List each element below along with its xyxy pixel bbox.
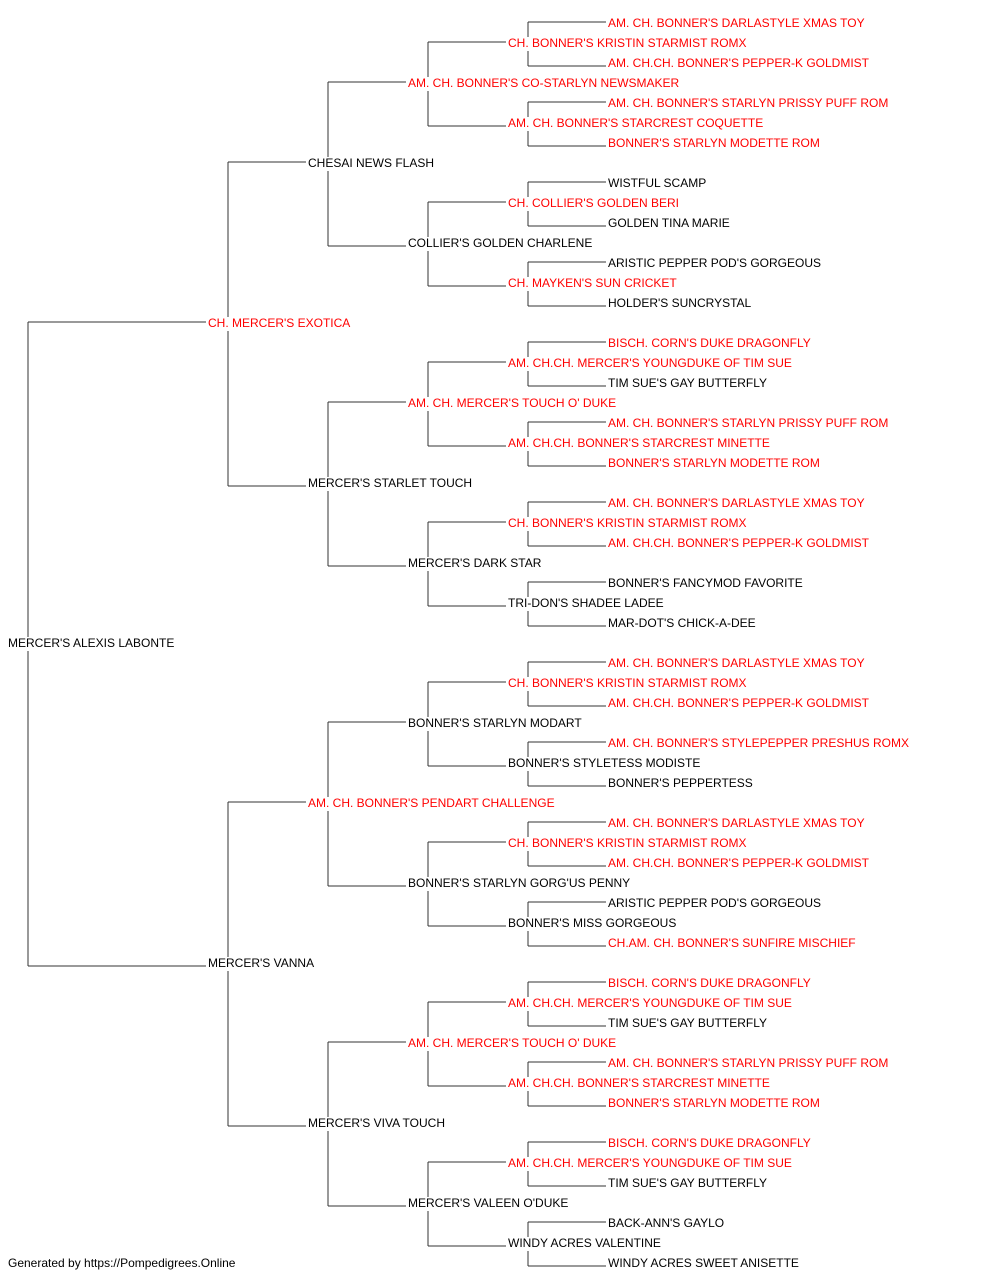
pedigree-node: AM. CH. BONNER'S STARLYN PRISSY PUFF ROM: [608, 1056, 888, 1070]
pedigree-node: WINDY ACRES SWEET ANISETTE: [608, 1256, 799, 1270]
pedigree-node: BONNER'S STARLYN MODETTE ROM: [608, 136, 820, 150]
pedigree-node: BONNER'S FANCYMOD FAVORITE: [608, 576, 803, 590]
pedigree-node: CH. BONNER'S KRISTIN STARMIST ROMX: [508, 516, 747, 530]
pedigree-node: HOLDER'S SUNCRYSTAL: [608, 296, 752, 310]
pedigree-node: AM. CH. BONNER'S STARLYN PRISSY PUFF ROM: [608, 416, 888, 430]
pedigree-node: AM. CH. BONNER'S DARLASTYLE XMAS TOY: [608, 16, 865, 30]
pedigree-node: AM. CH.CH. BONNER'S PEPPER-K GOLDMIST: [608, 536, 870, 550]
pedigree-node: BISCH. CORN'S DUKE DRAGONFLY: [608, 976, 811, 990]
pedigree-node: MERCER'S VALEEN O'DUKE: [408, 1196, 568, 1210]
pedigree-node: TRI-DON'S SHADEE LADEE: [508, 596, 664, 610]
pedigree-node: AM. CH. BONNER'S STARLYN PRISSY PUFF ROM: [608, 96, 888, 110]
pedigree-node: BONNER'S PEPPERTESS: [608, 776, 753, 790]
footer-generated-by: Generated by https://Pompedigrees.Online: [8, 1256, 236, 1270]
pedigree-node: AM. CH. BONNER'S CO-STARLYN NEWSMAKER: [408, 76, 680, 90]
pedigree-node: CH. MAYKEN'S SUN CRICKET: [508, 276, 677, 290]
pedigree-node: CH.AM. CH. BONNER'S SUNFIRE MISCHIEF: [608, 936, 856, 950]
pedigree-node: MERCER'S VANNA: [208, 956, 314, 970]
pedigree-node: BISCH. CORN'S DUKE DRAGONFLY: [608, 1136, 811, 1150]
pedigree-node: ARISTIC PEPPER POD'S GORGEOUS: [608, 896, 821, 910]
pedigree-node: BONNER'S MISS GORGEOUS: [508, 916, 676, 930]
pedigree-node: COLLIER'S GOLDEN CHARLENE: [408, 236, 592, 250]
pedigree-node: AM. CH. MERCER'S TOUCH O' DUKE: [408, 1036, 616, 1050]
pedigree-node: BISCH. CORN'S DUKE DRAGONFLY: [608, 336, 811, 350]
pedigree-node: AM. CH. BONNER'S STARCREST COQUETTE: [508, 116, 763, 130]
pedigree-node: AM. CH.CH. MERCER'S YOUNGDUKE OF TIM SUE: [508, 996, 792, 1010]
pedigree-node: CH. MERCER'S EXOTICA: [208, 316, 350, 330]
pedigree-node: AM. CH.CH. MERCER'S YOUNGDUKE OF TIM SUE: [508, 1156, 792, 1170]
pedigree-node: BONNER'S STARLYN MODART: [408, 716, 582, 730]
pedigree-node: CH. BONNER'S KRISTIN STARMIST ROMX: [508, 676, 747, 690]
pedigree-node: CH. BONNER'S KRISTIN STARMIST ROMX: [508, 36, 747, 50]
pedigree-node: AM. CH. BONNER'S DARLASTYLE XMAS TOY: [608, 656, 865, 670]
pedigree-node: CH. COLLIER'S GOLDEN BERI: [508, 196, 679, 210]
pedigree-node: BONNER'S STYLETESS MODISTE: [508, 756, 700, 770]
pedigree-node: CH. BONNER'S KRISTIN STARMIST ROMX: [508, 836, 747, 850]
pedigree-node: AM. CH.CH. BONNER'S STARCREST MINETTE: [508, 436, 770, 450]
pedigree-node: BONNER'S STARLYN GORG'US PENNY: [408, 876, 630, 890]
pedigree-node: AM. CH. BONNER'S DARLASTYLE XMAS TOY: [608, 816, 865, 830]
pedigree-node: AM. CH.CH. BONNER'S STARCREST MINETTE: [508, 1076, 770, 1090]
pedigree-node: BONNER'S STARLYN MODETTE ROM: [608, 456, 820, 470]
pedigree-node: AM. CH. BONNER'S PENDART CHALLENGE: [308, 796, 555, 810]
pedigree-node: AM. CH.CH. MERCER'S YOUNGDUKE OF TIM SUE: [508, 356, 792, 370]
pedigree-node: WINDY ACRES VALENTINE: [508, 1236, 661, 1250]
pedigree-node: TIM SUE'S GAY BUTTERFLY: [608, 1016, 767, 1030]
pedigree-node: AM. CH. BONNER'S STYLEPEPPER PRESHUS ROM…: [608, 736, 909, 750]
pedigree-node: BONNER'S STARLYN MODETTE ROM: [608, 1096, 820, 1110]
pedigree-node: MERCER'S ALEXIS LABONTE: [8, 636, 174, 650]
pedigree-node: AM. CH. MERCER'S TOUCH O' DUKE: [408, 396, 616, 410]
pedigree-node: WISTFUL SCAMP: [608, 176, 706, 190]
pedigree-node: AM. CH.CH. BONNER'S PEPPER-K GOLDMIST: [608, 56, 870, 70]
pedigree-node: BACK-ANN'S GAYLO: [608, 1216, 724, 1230]
pedigree-node: AM. CH. BONNER'S DARLASTYLE XMAS TOY: [608, 496, 865, 510]
pedigree-node: GOLDEN TINA MARIE: [608, 216, 730, 230]
pedigree-node: MERCER'S STARLET TOUCH: [308, 476, 472, 490]
pedigree-node: AM. CH.CH. BONNER'S PEPPER-K GOLDMIST: [608, 856, 870, 870]
pedigree-node: MERCER'S DARK STAR: [408, 556, 542, 570]
pedigree-node: CHESAI NEWS FLASH: [308, 156, 434, 170]
pedigree-node: TIM SUE'S GAY BUTTERFLY: [608, 1176, 767, 1190]
pedigree-node: AM. CH.CH. BONNER'S PEPPER-K GOLDMIST: [608, 696, 870, 710]
pedigree-node: TIM SUE'S GAY BUTTERFLY: [608, 376, 767, 390]
pedigree-node: MERCER'S VIVA TOUCH: [308, 1116, 445, 1130]
pedigree-node: MAR-DOT'S CHICK-A-DEE: [608, 616, 756, 630]
pedigree-node: ARISTIC PEPPER POD'S GORGEOUS: [608, 256, 821, 270]
